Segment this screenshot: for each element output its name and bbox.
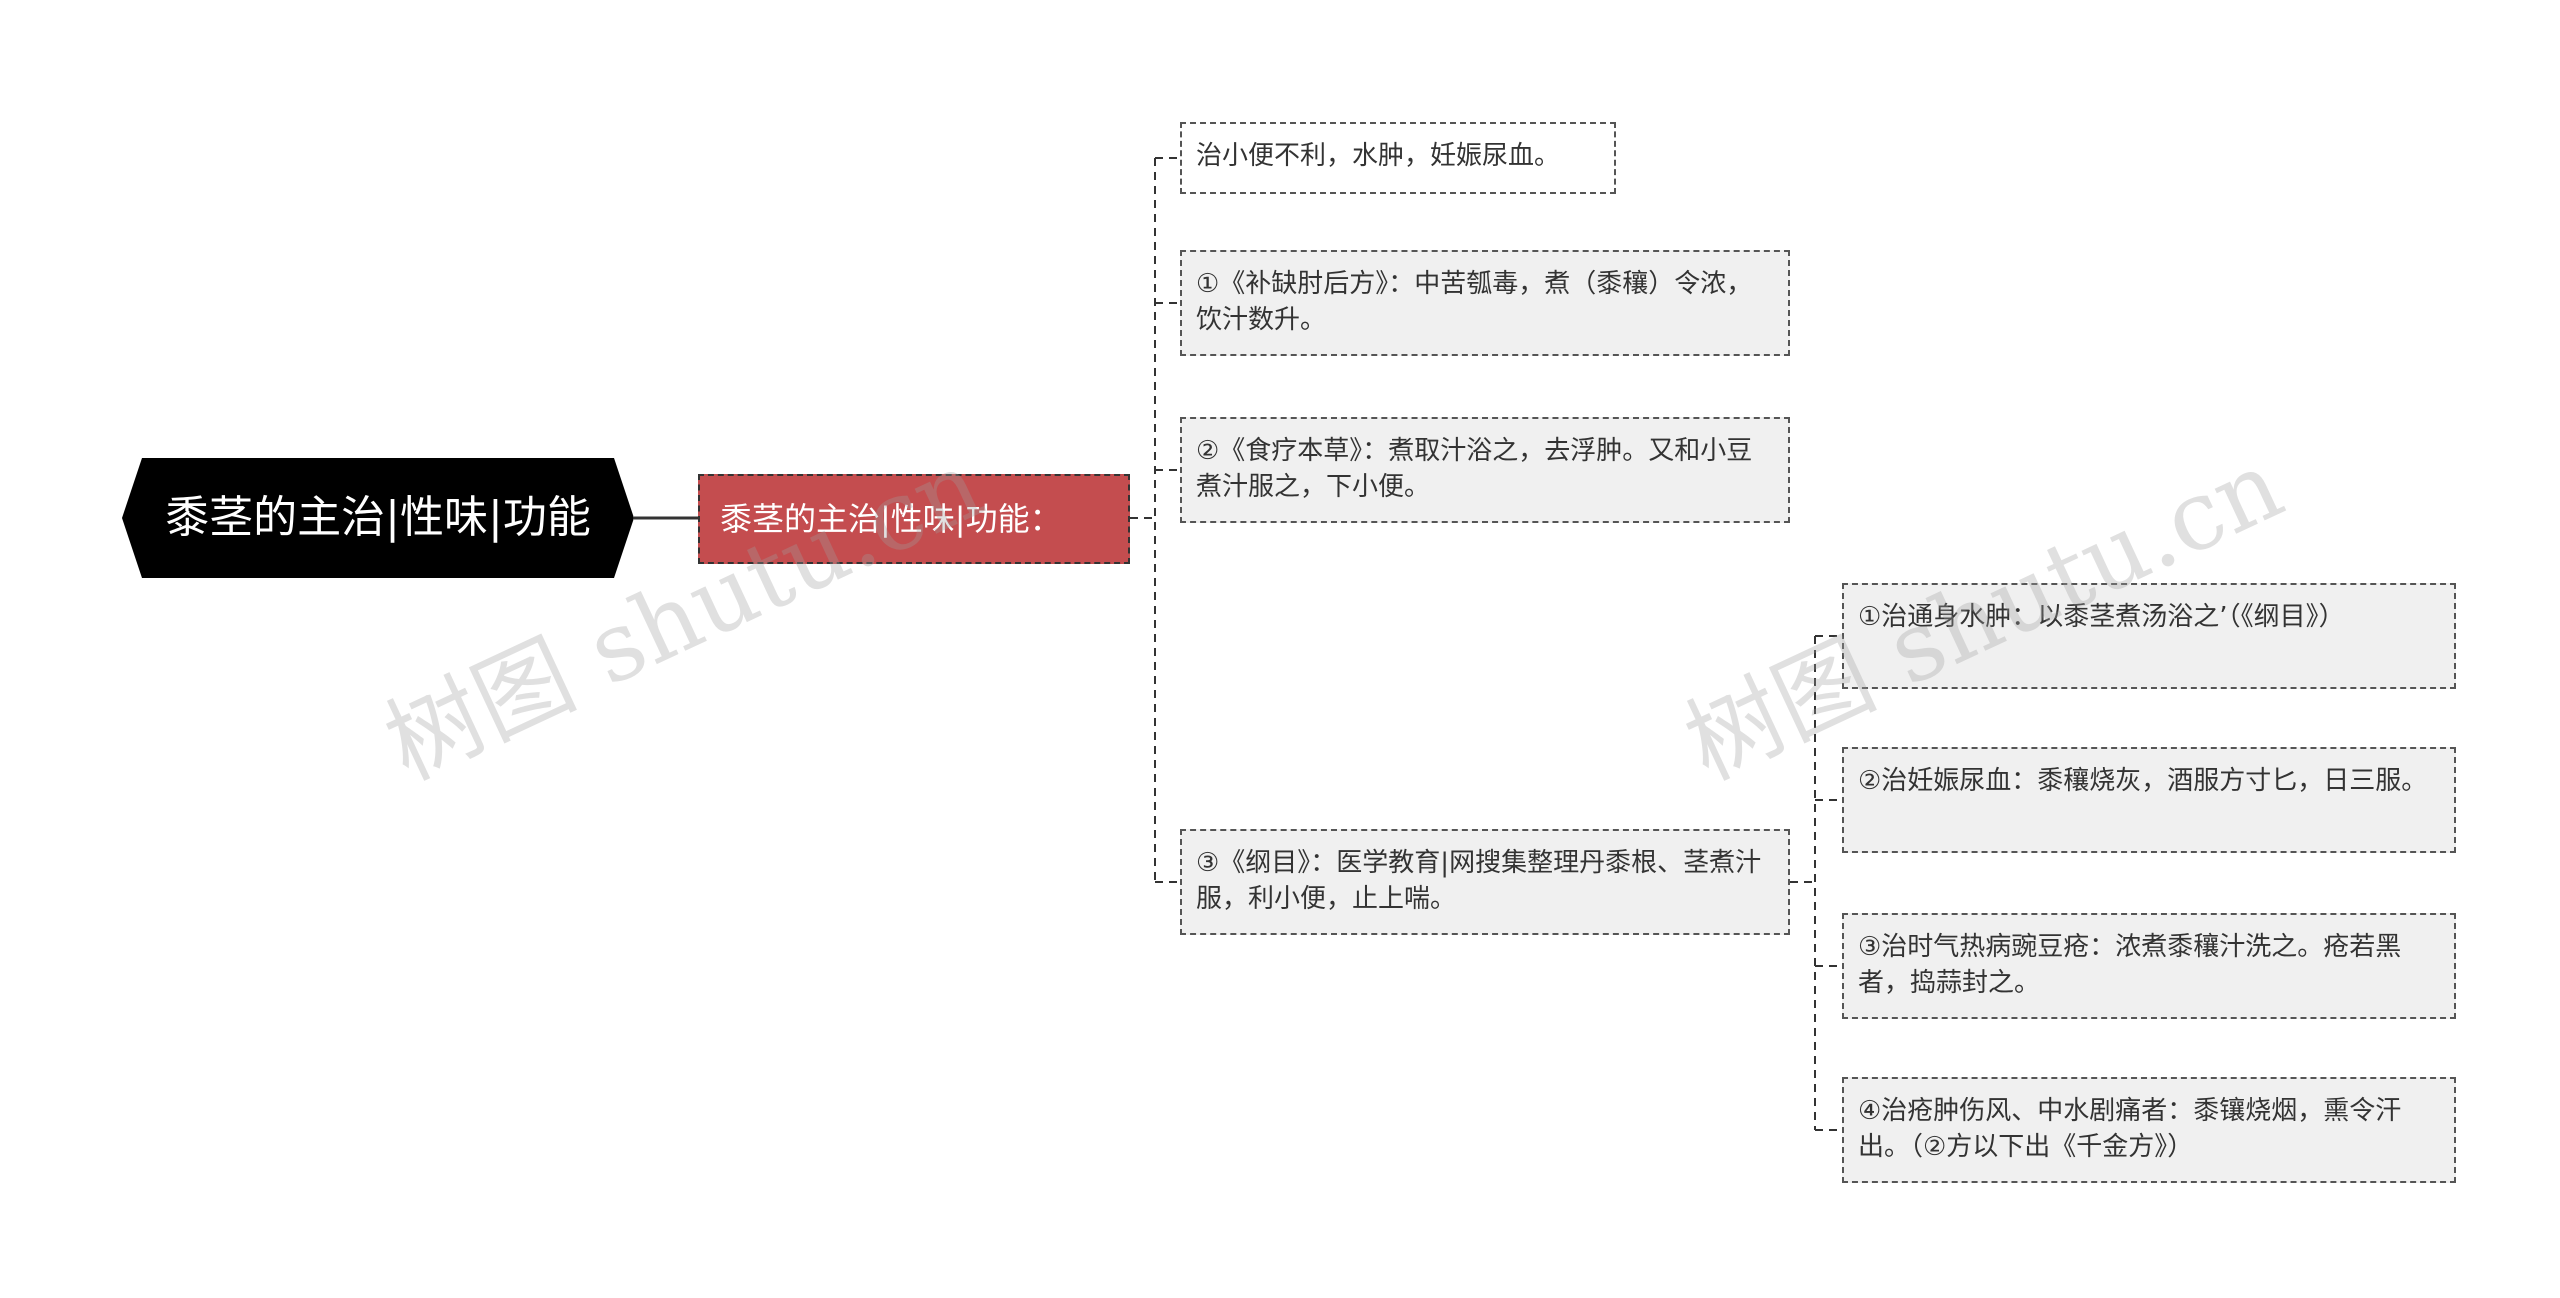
subitem-text-1: ①治通身水肿：以黍茎煮汤浴之’（《纲目》）: [1858, 602, 2345, 632]
item-node-1[interactable]: 治小便不利，水肿，妊娠尿血。: [1180, 122, 1616, 194]
subitem-node-2[interactable]: ②治妊娠尿血：黍穰烧灰，酒服方寸匕，日三服。: [1842, 747, 2456, 853]
root-label: 黍茎的主治|性味|功能: [165, 492, 591, 543]
item-text-2: ①《补缺肘后方》：中苦瓠毒，煮（黍穰）令浓，饮汁数升。: [1196, 269, 1753, 335]
topic-label: 黍茎的主治|性味|功能：: [720, 500, 1062, 538]
item-node-3[interactable]: ②《食疗本草》：煮取汁浴之，去浮肿。又和小豆煮汁服之，下小便。: [1180, 417, 1790, 523]
subitem-node-3[interactable]: ③治时气热病豌豆疮：浓煮黍穰汁洗之。疮若黑者，捣蒜封之。: [1842, 913, 2456, 1019]
root-node[interactable]: 黍茎的主治|性味|功能: [122, 458, 634, 578]
topic-node[interactable]: 黍茎的主治|性味|功能：: [698, 474, 1130, 564]
item-text-4: ③《纲目》：医学教育|网搜集整理丹黍根、茎煮汁服，利小便，止上喘。: [1196, 848, 1762, 914]
item-node-2[interactable]: ①《补缺肘后方》：中苦瓠毒，煮（黍穰）令浓，饮汁数升。: [1180, 250, 1790, 356]
subitem-text-4: ④治疮肿伤风、中水剧痛者：黍镶烧烟，熏令汗出。（②方以下出《千金方》）: [1858, 1096, 2402, 1162]
item-node-4[interactable]: ③《纲目》：医学教育|网搜集整理丹黍根、茎煮汁服，利小便，止上喘。: [1180, 829, 1790, 935]
item-text-3: ②《食疗本草》：煮取汁浴之，去浮肿。又和小豆煮汁服之，下小便。: [1196, 436, 1753, 502]
subitem-node-4[interactable]: ④治疮肿伤风、中水剧痛者：黍镶烧烟，熏令汗出。（②方以下出《千金方》）: [1842, 1077, 2456, 1183]
item-text-1: 治小便不利，水肿，妊娠尿血。: [1196, 141, 1561, 171]
subitem-node-1[interactable]: ①治通身水肿：以黍茎煮汤浴之’（《纲目》）: [1842, 583, 2456, 689]
subitem-text-3: ③治时气热病豌豆疮：浓煮黍穰汁洗之。疮若黑者，捣蒜封之。: [1858, 932, 2402, 998]
subitem-text-2: ②治妊娠尿血：黍穰烧灰，酒服方寸匕，日三服。: [1858, 766, 2428, 796]
